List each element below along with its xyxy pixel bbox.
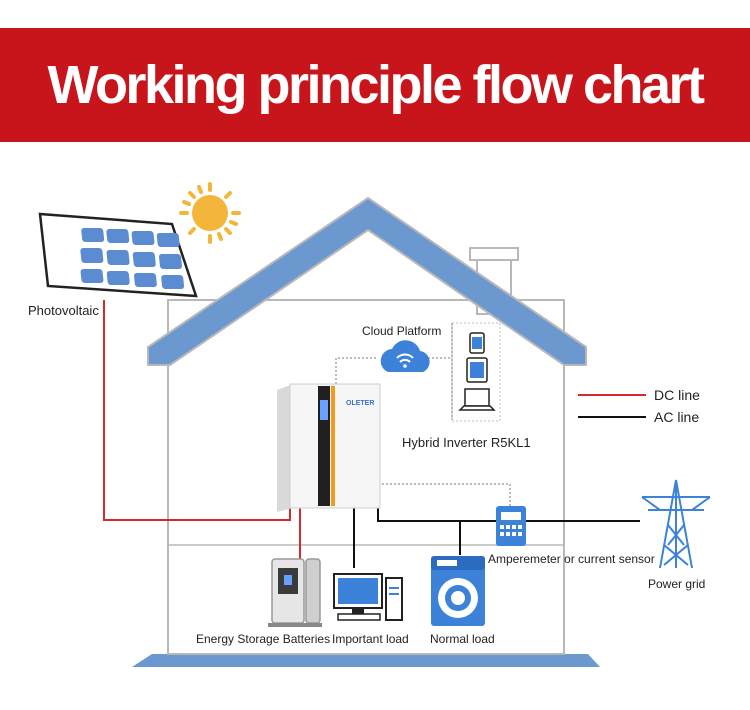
legend-dc-label: DC line: [654, 387, 700, 403]
power-tower-icon: [641, 479, 711, 569]
roof: [147, 197, 587, 366]
batteries-label: Energy Storage Batteries: [196, 632, 330, 646]
phone-icon: [469, 332, 485, 354]
inverter-label: Hybrid Inverter R5KL1: [402, 435, 531, 450]
laptop-icon: [458, 388, 496, 411]
chimney-cap: [469, 247, 519, 261]
inverter-icon: OLETER: [277, 383, 381, 512]
legend-ac-label: AC line: [654, 409, 699, 425]
important-load-label: Important load: [332, 632, 409, 646]
amperemeter-icon: [496, 506, 526, 546]
page-title: Working principle flow chart: [47, 55, 705, 115]
amperemeter-label: Amperemeter or current sensor: [488, 552, 655, 566]
title-banner: Working principle flow chart: [0, 28, 750, 142]
power-grid-label: Power grid: [648, 577, 705, 591]
photovoltaic-label: Photovoltaic: [28, 303, 99, 318]
inverter-brand-label: OLETER: [346, 400, 374, 407]
legend: DC line AC line: [578, 387, 700, 425]
normal-load-label: Normal load: [430, 632, 495, 646]
house-wall: [167, 299, 565, 655]
battery-icon: [268, 558, 322, 627]
tablet-icon: [466, 357, 488, 383]
dc-line-pv: [103, 300, 291, 521]
solar-panel-icon: [38, 212, 198, 298]
cloud-icon: [380, 340, 430, 372]
floor-slab: [132, 654, 600, 667]
cloud-platform-label: Cloud Platform: [362, 324, 441, 338]
washing-machine-icon: [431, 556, 485, 626]
computer-icon: [333, 573, 403, 621]
ac-line-grid: [377, 505, 640, 522]
device-group: [451, 322, 501, 422]
sun-icon: [179, 182, 241, 244]
